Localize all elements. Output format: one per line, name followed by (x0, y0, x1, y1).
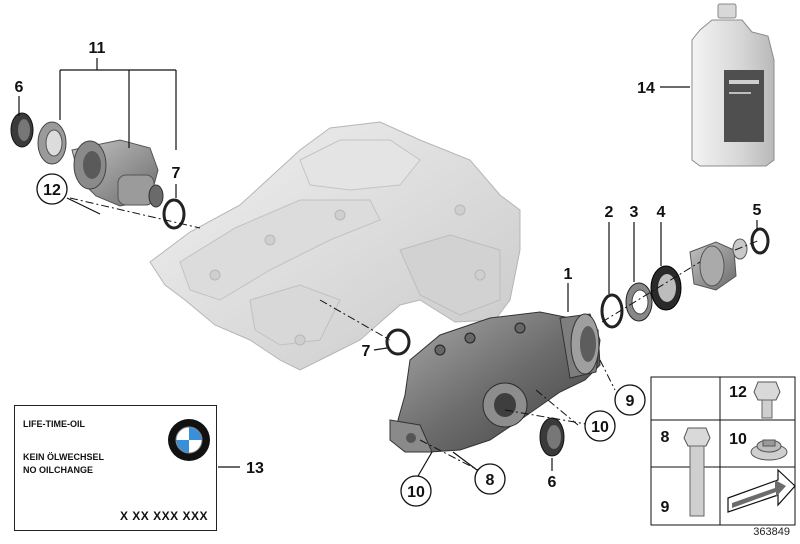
arrow-symbol-icon (727, 468, 796, 513)
oil-sump-housing (149, 121, 521, 371)
flange-assembly (10, 112, 186, 230)
callout-7-upper: 7 (172, 165, 181, 182)
callout-3: 3 (630, 204, 639, 221)
legend-12: 12 (729, 384, 747, 401)
callout-12-upper: 12 (43, 182, 61, 199)
label-line-1: LIFE-TIME-OIL (23, 419, 85, 429)
leader-lines (18, 58, 758, 477)
plug-10-icon (750, 439, 788, 461)
legend-9: 9 (661, 499, 670, 516)
bmw-logo-icon (168, 419, 210, 461)
callout-6-lower: 6 (548, 474, 557, 491)
center-lines (69, 197, 761, 471)
callout-11: 11 (89, 40, 106, 57)
callout-13: 13 (246, 460, 264, 477)
legend-10: 10 (729, 431, 747, 448)
callout-7-lower: 7 (362, 343, 371, 360)
bolt-8-icon (683, 427, 711, 517)
callout-8-circle (474, 463, 506, 495)
front-axle-differential (389, 311, 601, 453)
fastener-legend: 12 8 10 9 (650, 376, 796, 526)
callout-12-circle (36, 173, 68, 205)
callout-10-bottom: 10 (407, 484, 425, 501)
callout-1: 1 (564, 266, 573, 283)
callout-2: 2 (605, 204, 614, 221)
callout-9-circle (614, 384, 646, 416)
callout-6-upper: 6 (15, 79, 24, 96)
o-ring-lower (385, 328, 411, 356)
shaft-seal-parts (600, 227, 770, 329)
callout-9: 9 (626, 393, 635, 410)
radial-seal-lower (539, 417, 565, 457)
oil-bottle (691, 3, 775, 167)
callout-10-right-circle (584, 410, 616, 442)
diagram-id: 363849 (753, 526, 790, 538)
callout-4: 4 (657, 204, 666, 221)
callout-10-bottom-circle (400, 475, 432, 507)
callout-10-right: 10 (591, 419, 609, 436)
bolt-12-icon (753, 381, 781, 419)
callout-8: 8 (486, 472, 495, 489)
label-line-2: KEIN ÖLWECHSEL (23, 452, 105, 462)
callout-numbers: 11 6 12 7 7 14 2 3 4 5 1 9 10 6 10 8 13 (15, 40, 762, 507)
label-line-3: NO OILCHANGE (23, 465, 94, 475)
callout-5: 5 (753, 202, 762, 219)
callout-14: 14 (637, 80, 655, 97)
label-code: X XX XXX XXX (119, 509, 208, 523)
legend-8: 8 (661, 429, 670, 446)
lifetime-oil-label: LIFE-TIME-OIL KEIN ÖLWECHSEL NO OILCHANG… (14, 405, 217, 531)
